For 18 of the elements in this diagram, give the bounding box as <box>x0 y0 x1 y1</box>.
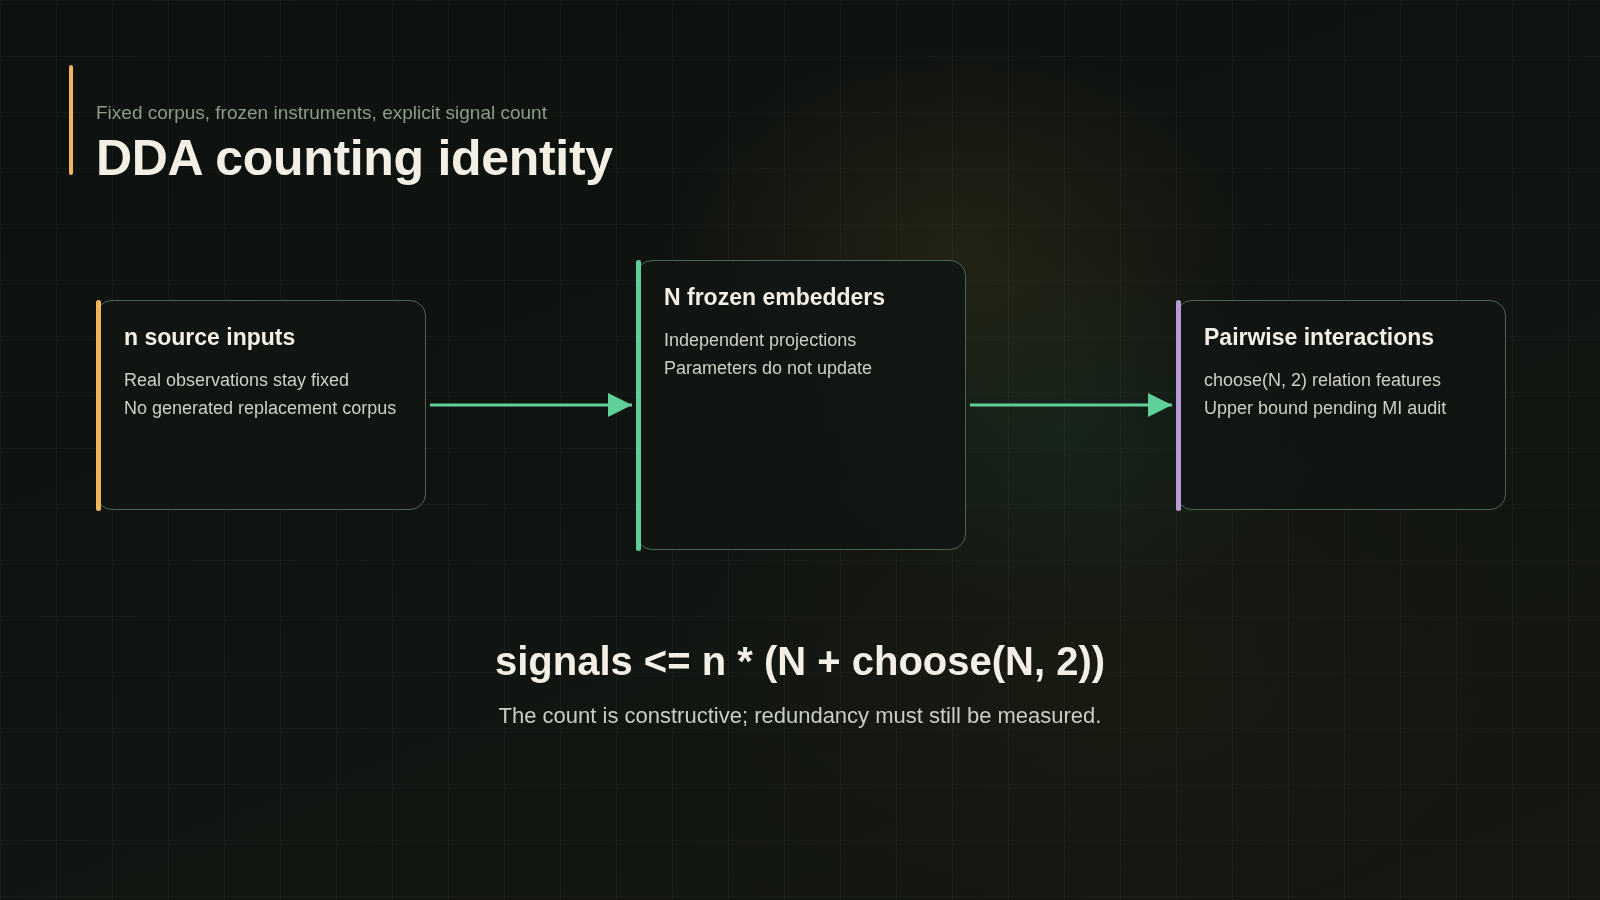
step-card <box>96 300 426 510</box>
node-text: Independent projections <box>664 329 858 352</box>
node-text: Parameters do not update <box>664 357 874 380</box>
arrow <box>970 393 1172 417</box>
step-card <box>1176 300 1506 510</box>
step-card <box>636 260 966 550</box>
title: DDA counting identity <box>96 133 613 183</box>
node-heading: n source inputs <box>124 323 297 351</box>
node-heading: N frozen embedders <box>664 283 887 311</box>
caption: The count is constructive; redundancy must still be measured. <box>497 703 1103 729</box>
arrow <box>430 393 632 417</box>
node-text: choose(N, 2) relation features <box>1204 369 1443 392</box>
node-heading: Pairwise interactions <box>1204 323 1436 351</box>
node-text: Real observations stay fixed <box>124 369 351 392</box>
node-text: Upper bound pending MI audit <box>1204 397 1448 420</box>
formula: signals <= n * (N + choose(N, 2)) <box>493 638 1107 685</box>
subtitle: Fixed corpus, frozen instruments, explicit signal count <box>96 101 547 125</box>
node-text: No generated replacement corpus <box>124 397 398 420</box>
